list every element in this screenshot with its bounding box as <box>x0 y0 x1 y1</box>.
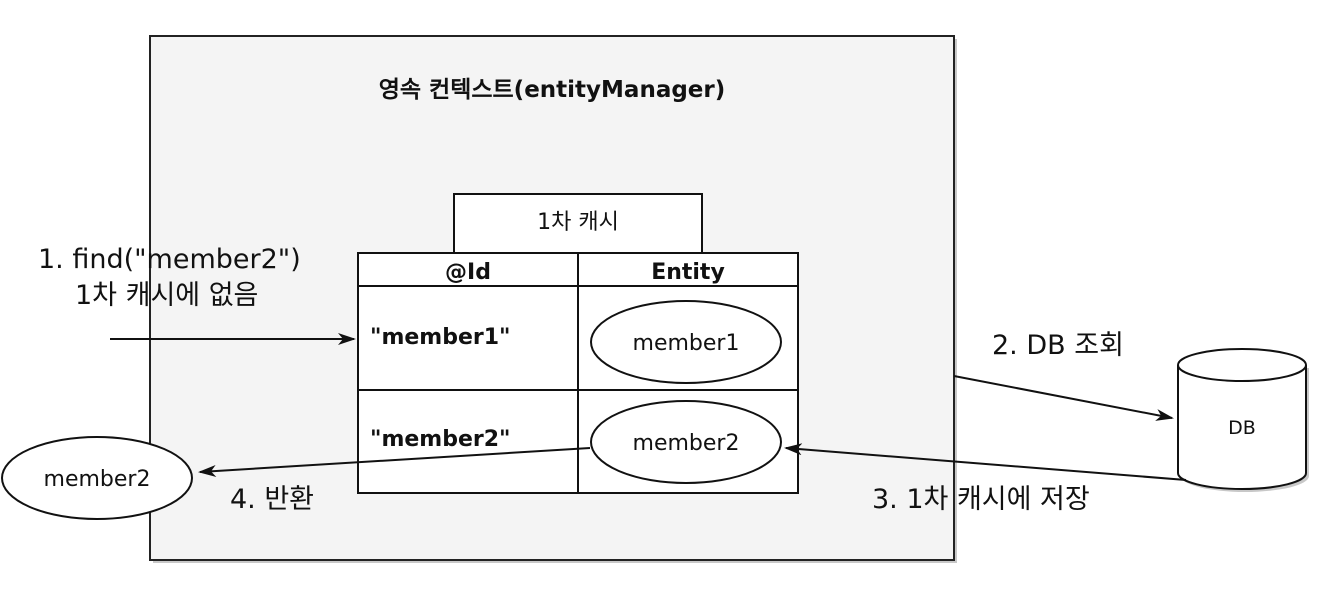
db-query-label: 2. DB 조회 <box>992 330 1124 361</box>
db-query-arrow <box>953 375 1174 421</box>
step-save-cache: 3. 1차 캐시에 저장 <box>784 443 1187 515</box>
context-title: 영속 컨텍스트(entityManager) <box>379 77 726 103</box>
cache-title: 1차 캐시 <box>537 210 619 235</box>
save-cache-label: 3. 1차 캐시에 저장 <box>872 484 1090 515</box>
returned-entity-label: member2 <box>44 467 151 492</box>
save-cache-arrow <box>784 443 1187 481</box>
row2-id: "member2" <box>370 427 511 452</box>
return-arrow <box>198 447 591 478</box>
header-entity: Entity <box>651 260 725 285</box>
db-label: DB <box>1228 417 1256 439</box>
entity-member1 <box>590 300 782 384</box>
database: DB <box>1177 348 1309 492</box>
find-label-line1: 1. find("member2") <box>38 244 301 275</box>
row2-entity: member2 <box>633 431 740 456</box>
row1-id: "member1" <box>370 325 511 350</box>
return-label: 4. 반환 <box>230 484 314 515</box>
find-label-line2: 1차 캐시에 없음 <box>75 280 258 311</box>
cache-tab <box>453 193 703 255</box>
header-id: @Id <box>445 260 491 285</box>
entity-member2 <box>590 400 782 484</box>
returned-entity: member2 <box>1 436 193 520</box>
first-level-cache: 1차 캐시 @Id Entity "member1" member1 "memb… <box>357 193 799 494</box>
step-return: 4. 반환 <box>198 447 591 515</box>
step-db-query: 2. DB 조회 <box>953 330 1174 421</box>
step-find: 1. find("member2") 1차 캐시에 없음 <box>38 244 356 345</box>
row1-entity: member1 <box>633 331 740 356</box>
